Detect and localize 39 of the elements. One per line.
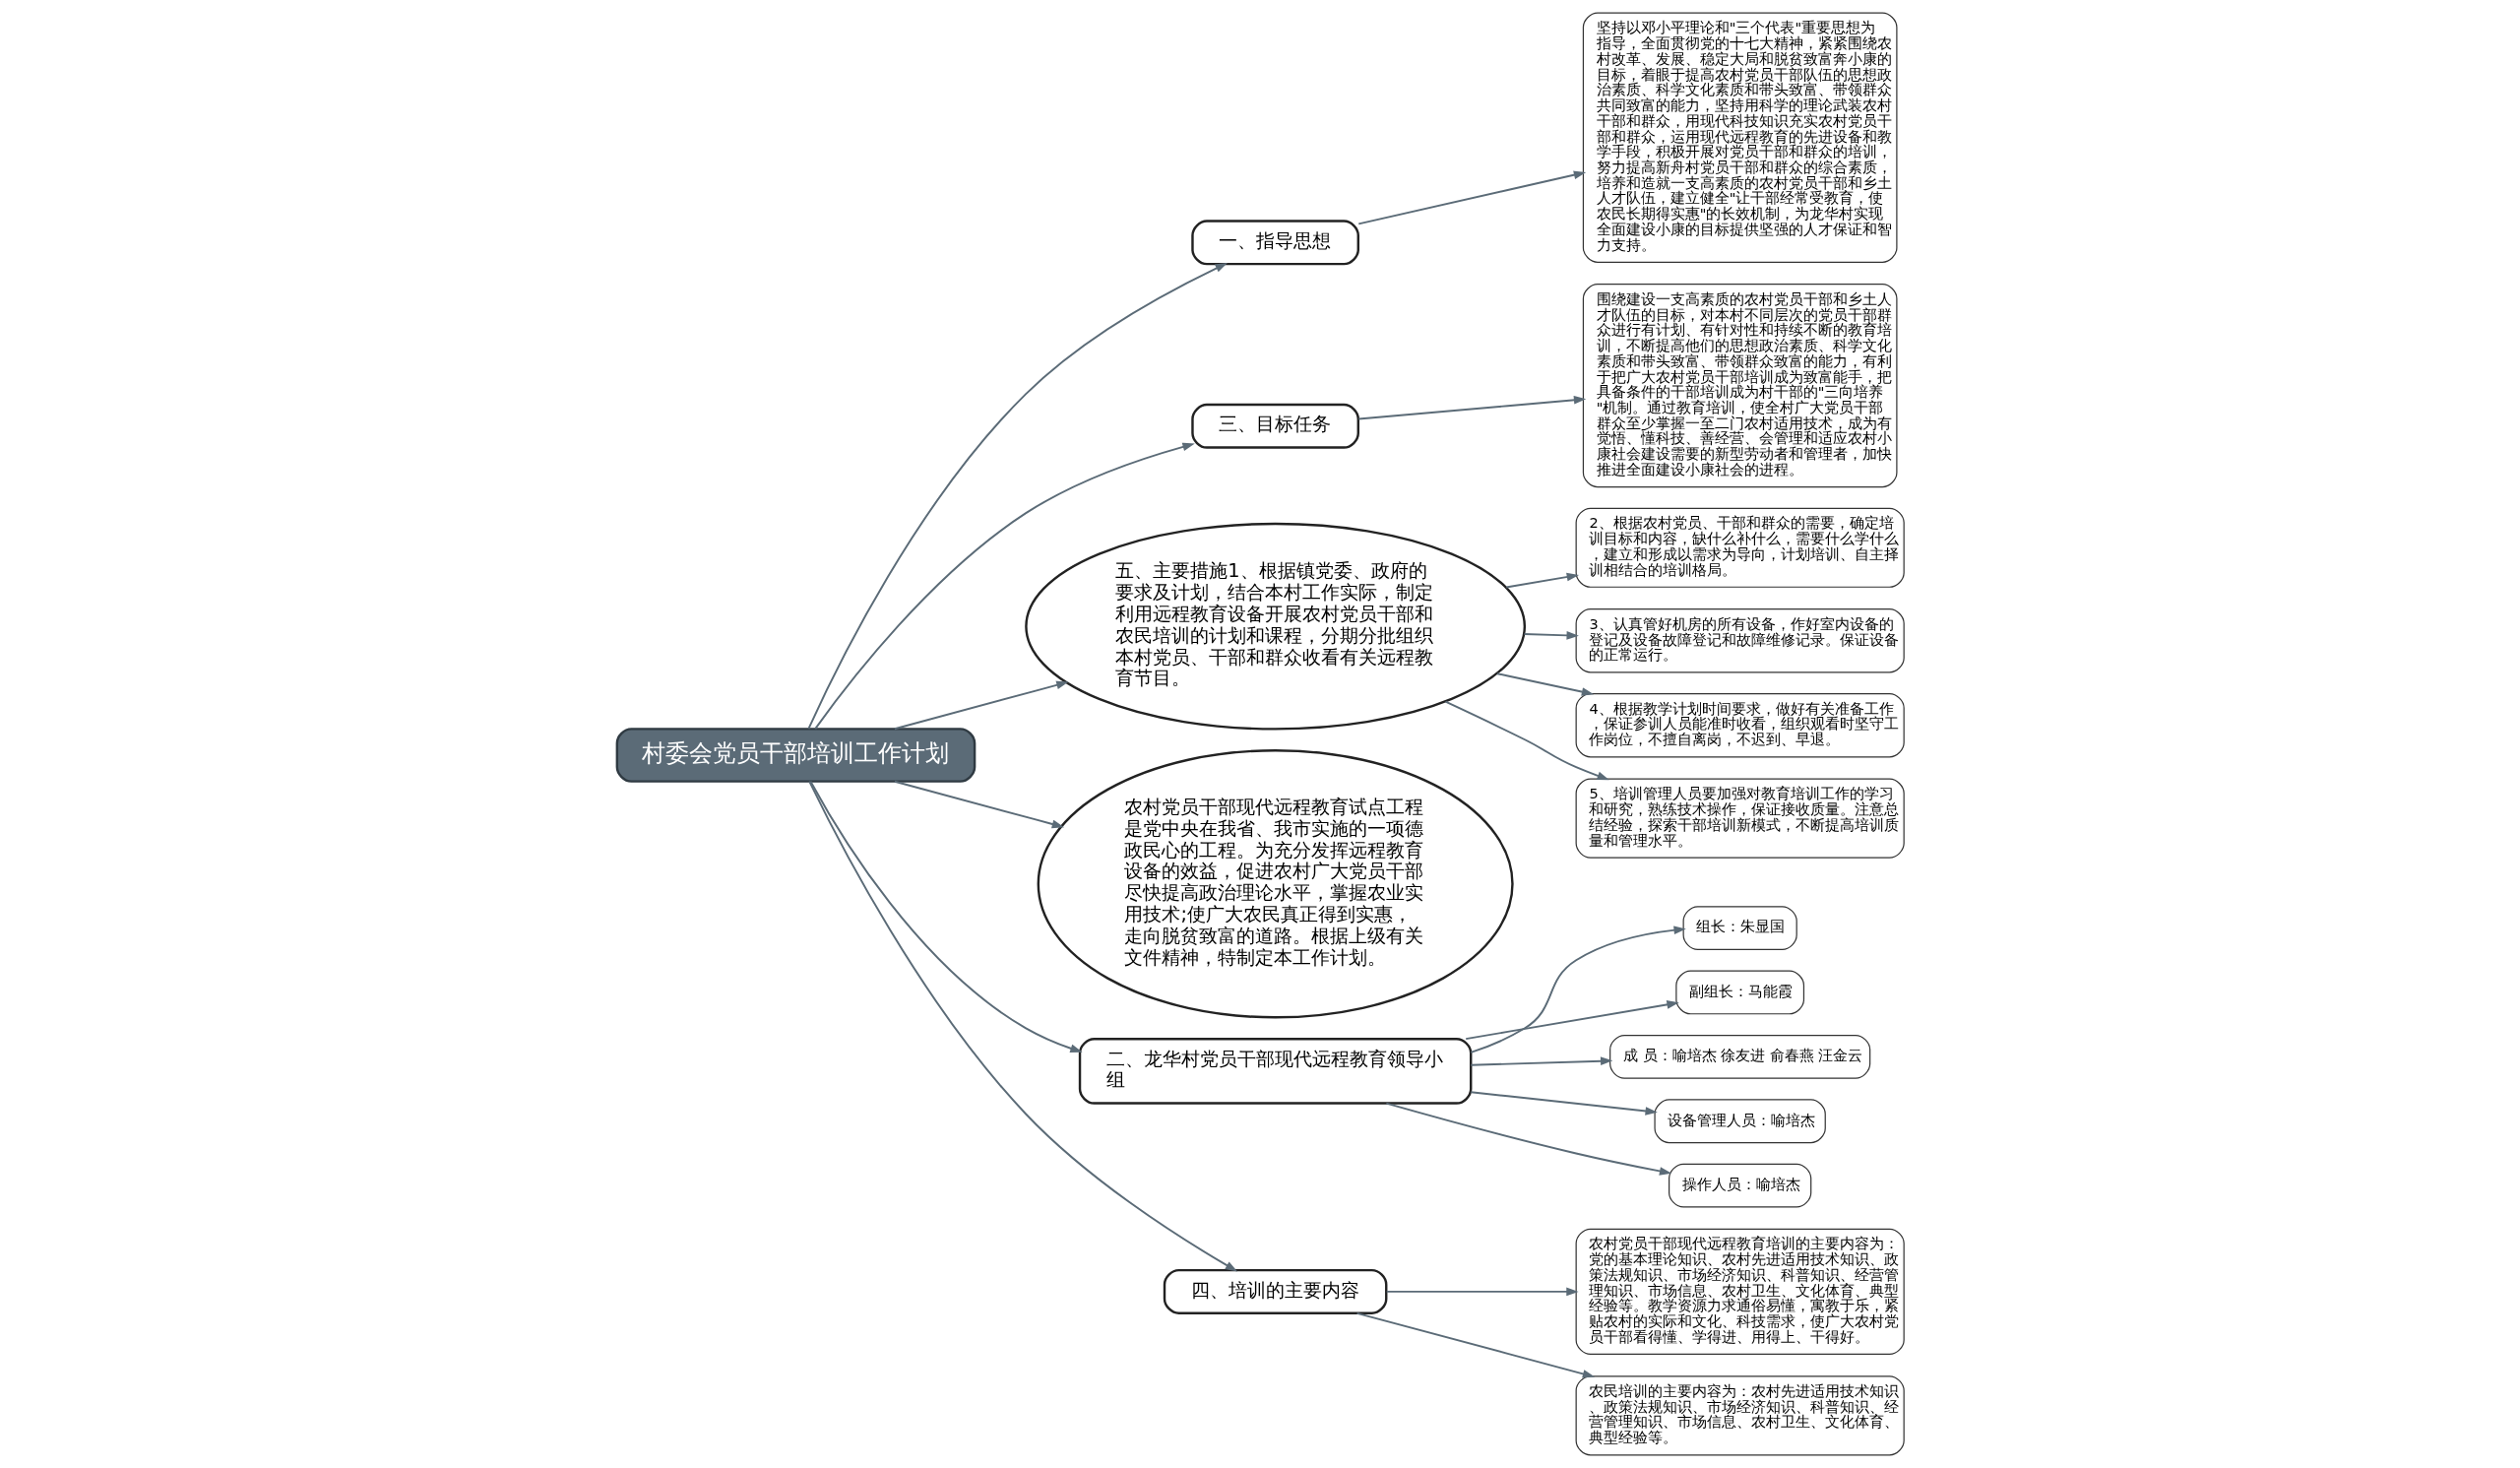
node-box: 成 员：喻培杰 徐友进 俞春燕 汪金云 bbox=[1608, 1034, 1870, 1079]
arrow bbox=[893, 780, 1064, 829]
node-box: 5、培训管理人员要加强对教育培训工作的学习和研究，熟练技术操作，保证接收质量。注意总结经验，探索干部培训新模式，不断提高培训质量和管理水平。 bbox=[1575, 778, 1905, 859]
arrow bbox=[1464, 1000, 1679, 1041]
arrow bbox=[1384, 1102, 1671, 1176]
node-box: 2、根据农村党员、干部和群众的需要，确定培训目标和内容，缺什么补什么，需要什么学什么，建立和形成以需求为导向，计划培训、自主择训相结合的培训格局。 bbox=[1575, 507, 1905, 588]
node-ellipse: 五、主要措施1、根据镇党委、政府的要求及计划，结合本村工作实际，制定利用远程教育设备开展农村党员干部和农民培训的计划和课程，分期分批组织本村党员、干部和群众收看有关远程教育节目。 bbox=[1024, 522, 1526, 731]
node-box: 村委会党员干部培训工作计划 bbox=[615, 728, 976, 783]
arrow bbox=[1355, 1311, 1595, 1378]
arrow bbox=[893, 680, 1069, 731]
arrow bbox=[1469, 925, 1686, 1053]
node-box: 设备管理人员：喻培杰 bbox=[1653, 1099, 1826, 1144]
node-box: 3、认真管好机房的所有设备，作好室内设备的登记及设备故障登记和故障维修记录。保证设备的正常运行。 bbox=[1575, 608, 1905, 673]
arrow bbox=[1469, 1091, 1658, 1116]
node-ellipse: 农村党员干部现代远程教育试点工程是党中央在我省、我市实施的一项德政民心的工程。为充分发挥远程教育设备的效益，促进农村广大党员干部尽快提高政治理论水平，掌握农业实用技术;使广大农民真正得到实惠，走向脱贫致富的道路。根据上级有关文件精神，特制定本工作计划。 bbox=[1037, 749, 1514, 1019]
arrow bbox=[1385, 1287, 1579, 1297]
arrow bbox=[1504, 572, 1579, 589]
node-box: 农民培训的主要内容为：农村先进适用技术知识、政策法规知识、市场经济知识、科普知识、经营管理知识、市场信息、农村卫生、文化体育、典型经验等。 bbox=[1575, 1375, 1905, 1456]
arrow bbox=[1469, 1056, 1612, 1066]
node-box: 组长：朱显国 bbox=[1682, 906, 1797, 950]
arrow bbox=[1495, 672, 1594, 696]
arrow bbox=[1444, 700, 1609, 781]
arrow bbox=[813, 442, 1195, 731]
node-box: 围绕建设一支高素质的农村党员干部和乡土人才队伍的目标，对本村不同层次的党员干部群众进行有计划、有针对性和持续不断的教育培训，不断提高他们的思想政治素质、科学文化素质和带头致富、带领群众致富的能力，有利于把广大农村党员干部培训成为致富能手，把具备条件的干部培训成为村干部的"三向培养"机制。通过教育培训，使全村广大党员干部群众至少掌握一至二门农村适用技术，成为有觉悟、懂科技、善经营、会管理和适应农村小康社会建设需要的新型劳动者和管理者，加快推进全面建设小康社会的进程。 bbox=[1582, 284, 1897, 488]
arrow bbox=[1356, 396, 1586, 420]
node-box: 一、指导思想 bbox=[1190, 220, 1359, 266]
node-box: 4、根据教学计划时间要求，做好有关准备工作，保证参训人员能准时收看，组织观看时坚守工作岗位，不擅自离岗，不迟到、早退。 bbox=[1575, 693, 1905, 758]
arrow bbox=[1523, 631, 1579, 640]
node-box: 四、培训的主要内容 bbox=[1163, 1268, 1387, 1314]
node-box: 农村党员干部现代远程教育培训的主要内容为：党的基本理论知识、农村先进适用技术知识、政策法规知识、市场经济知识、科普知识、经营管理知识、市场信息、农村卫生、文化体育、典型经验等。教学资源力求通俗易懂，寓教于乐，紧贴农村的实际和文化、科技需求，使广大农村党员干部看得懂、学得进、用得上、干得好。 bbox=[1575, 1228, 1905, 1356]
arrow bbox=[806, 263, 1228, 731]
node-box: 副组长：马能霞 bbox=[1674, 970, 1804, 1015]
arrow bbox=[809, 780, 1083, 1053]
node-box: 操作人员：喻培杰 bbox=[1668, 1163, 1811, 1208]
arrow bbox=[807, 780, 1237, 1272]
node-box: 二、龙华村党员干部现代远程教育领导小组 bbox=[1078, 1038, 1472, 1105]
node-box: 坚持以邓小平理论和"三个代表"重要思想为指导，全面贯彻党的十七大精神，紧紧围绕农村改革、发展、稳定大局和脱贫致富奔小康的目标，着眼于提高农村党员干部队伍的思想政治素质、科学文化素质和带头致富、带领群众共同致富的能力，坚持用科学的理论武装农村干部和群众，用现代科技知识充实农村党员干部和群众，运用现代远程教育的先进设备和教学手段，积极开展对党员干部和群众的培训，努力提高新舟村党员干部和群众的综合素质，培养和造就一支高素质的农村党员干部和乡土人才队伍，建立健全"让干部经常受教育，使农民长期得实惠"的长效机制，为龙华村实现全面建设小康的目标提供坚强的人才保证和智力支持。 bbox=[1582, 12, 1897, 263]
node-box: 三、目标任务 bbox=[1190, 403, 1359, 449]
arrow bbox=[1356, 170, 1586, 225]
